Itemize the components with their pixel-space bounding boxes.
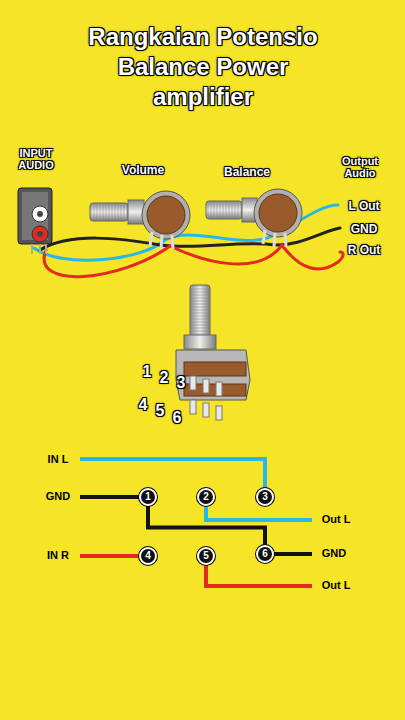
pin-circle: 5	[197, 547, 215, 565]
stereo-pot	[176, 285, 250, 420]
label: Volume	[108, 164, 178, 177]
label: L Out	[339, 200, 389, 213]
pin-circle: 3	[256, 488, 274, 506]
pin-circle: 2	[197, 488, 215, 506]
volume-pot	[90, 191, 190, 249]
label: Balance	[212, 166, 282, 179]
label: Out L	[316, 514, 356, 526]
rca-jack	[18, 188, 52, 254]
label: GND	[38, 491, 78, 503]
label: INPUT AUDIO	[8, 148, 64, 171]
balance-pot	[206, 189, 302, 247]
pin-number: 2	[156, 370, 172, 387]
pin-number: 3	[262, 492, 268, 502]
pin-number: 6	[262, 549, 268, 559]
schematic-wires	[80, 459, 312, 586]
wire	[148, 506, 265, 545]
label: GND	[339, 223, 389, 236]
label: IN R	[38, 550, 78, 562]
pin-number: 6	[169, 410, 185, 427]
pin-number: 4	[145, 551, 151, 561]
label: R Out	[339, 244, 389, 257]
pin-number: 3	[173, 375, 189, 392]
pin-number: 4	[135, 397, 151, 414]
title: Rangkaian Potensio Balance Power amplifi…	[84, 22, 322, 112]
pin-number: 5	[203, 551, 209, 561]
pin-number: 5	[152, 403, 168, 420]
pin-circle: 4	[139, 547, 157, 565]
pin-number: 2	[203, 492, 209, 502]
label: GND	[314, 548, 354, 560]
pin-circle: 1	[139, 488, 157, 506]
label: Out L	[316, 580, 356, 592]
label: Output Audio	[332, 156, 388, 179]
label: IN L	[38, 454, 78, 466]
pin-number: 1	[139, 364, 155, 381]
pin-circle: 6	[256, 545, 274, 563]
pin-number: 1	[145, 492, 151, 502]
